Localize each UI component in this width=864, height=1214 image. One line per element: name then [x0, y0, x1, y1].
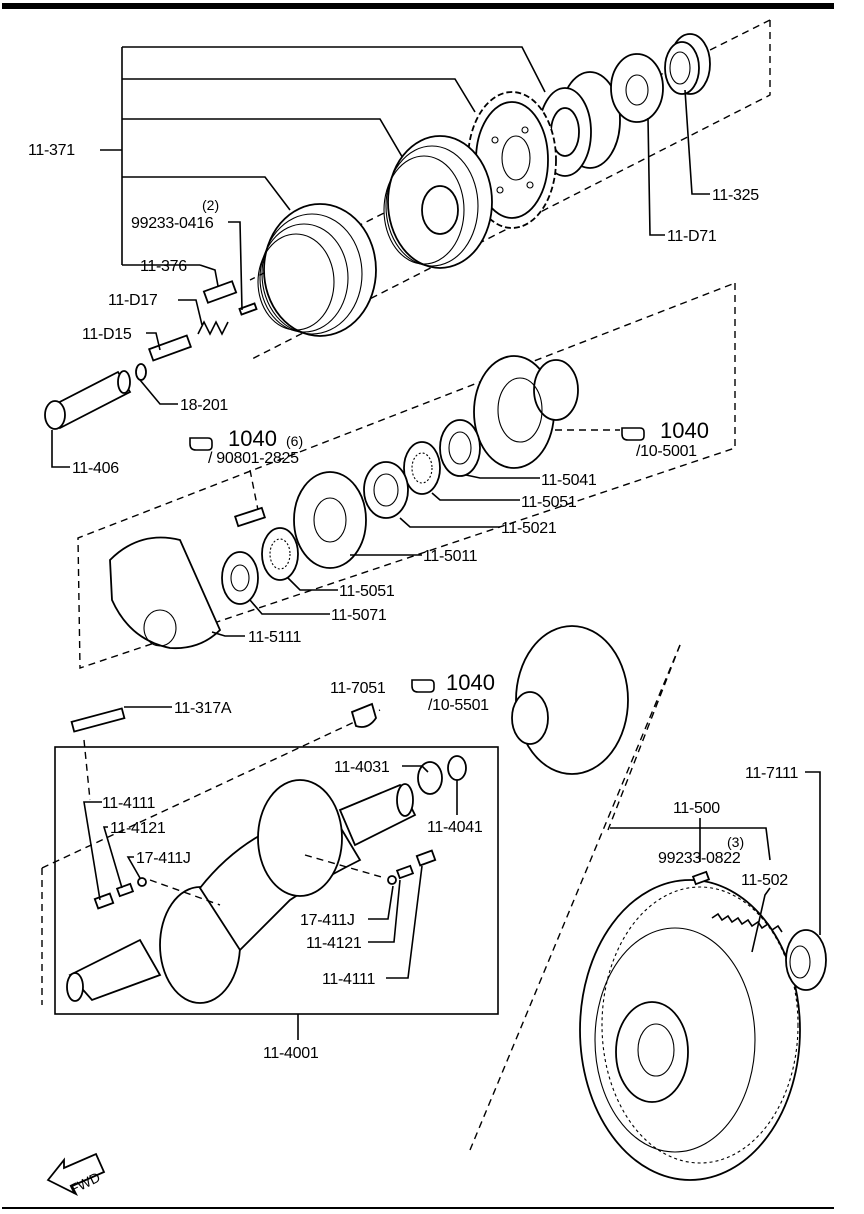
- label-plunger: 11-D15: [82, 326, 132, 343]
- label-ref-1040-c: 1040: [446, 670, 495, 695]
- label-ref-1040-a-part: / 90801-2825: [208, 450, 299, 467]
- key-part: [70, 707, 126, 733]
- label-bolt-spec: 99233-0416: [131, 215, 214, 232]
- pulley-group-bracket: [100, 46, 546, 266]
- label-ref-1040-a-qty: (6): [286, 433, 303, 449]
- label-ref-1040-a: 1040: [228, 426, 277, 451]
- flywheel-pin-part: [691, 870, 711, 886]
- label-flywheel-pin-spec: 99233-0822: [658, 850, 741, 867]
- label-flywheel-pin-qty: (3): [727, 834, 744, 850]
- label-counterweight: 11-5111: [248, 629, 301, 646]
- label-spring-a: 11-4121: [110, 820, 166, 837]
- key-plate-part: [610, 53, 664, 123]
- label-needle-bearing-c: 11-4031: [334, 759, 390, 776]
- hand-pointer-icon: [189, 437, 213, 451]
- balance-plate-part: [293, 471, 367, 569]
- label-ring-gear: 11-502: [741, 872, 788, 889]
- woodruff-key-part: [350, 702, 377, 728]
- race-part: [447, 755, 467, 781]
- label-front-shaft: 11-406: [72, 460, 119, 477]
- label-plug-b: 11-4111: [322, 971, 375, 988]
- seal-part: [664, 33, 711, 95]
- hand-pointer-icon: [411, 679, 435, 693]
- label-ref-1040-b-part: /10-5001: [636, 443, 697, 460]
- label-bolt: 11-376: [140, 258, 187, 275]
- needle-bearing-b-part: [261, 527, 299, 581]
- rear-seal-part: [785, 929, 827, 991]
- label-rear-seal: 11-7111: [745, 765, 798, 782]
- label-spacer: 11-5021: [501, 520, 557, 537]
- thrust-plate-part: [439, 419, 481, 477]
- plunger-part: [148, 334, 192, 362]
- label-thrust-washer: 11-5071: [331, 607, 387, 624]
- shaft-box-outline: [41, 709, 499, 1015]
- label-plug-a: 11-4111: [102, 795, 155, 812]
- label-bearing-race: 11-4041: [427, 819, 483, 836]
- flywheel-part: [579, 879, 801, 1181]
- ring-gear-part: [711, 912, 783, 933]
- label-key-plate: 11-D71: [667, 228, 717, 245]
- label-needle-bearing-b: 11-5051: [339, 583, 395, 600]
- front-shaft-part: [44, 370, 132, 430]
- eccentric-shaft-part: [66, 779, 417, 1004]
- thrust-washer-part: [221, 551, 259, 605]
- label-thrust-plate: 11-5041: [541, 472, 597, 489]
- label-eccentric-shaft: 11-4001: [263, 1045, 319, 1062]
- spline-flange-part: [473, 355, 579, 469]
- label-key: 11-317A: [174, 700, 232, 717]
- bolt-b-part: [234, 506, 266, 528]
- pulley-front-part: [257, 203, 377, 337]
- needle-bearing-a-part: [403, 441, 441, 495]
- label-spring: 11-D17: [108, 292, 158, 309]
- flywheel-outline: [469, 644, 681, 1151]
- o-ring-part: [135, 363, 147, 381]
- label-flywheel-group: 11-500: [673, 800, 720, 817]
- label-ref-7051: 11-7051: [330, 680, 386, 697]
- label-balance-plate: 11-5011: [423, 548, 478, 565]
- label-bolt-qty: (2): [202, 197, 219, 213]
- pulley-large-part: [383, 135, 493, 269]
- rear-flange-part: [511, 625, 629, 775]
- label-front-seal: 11-325: [712, 187, 759, 204]
- shaft-connection-dash: [149, 854, 386, 906]
- label-pulley-group: 11-371: [28, 142, 75, 159]
- label-spring-b: 11-4121: [306, 935, 362, 952]
- counterweight-part: [109, 536, 222, 650]
- needle-bearing-c-part: [417, 761, 443, 795]
- hand-pointer-icon: [621, 427, 645, 441]
- label-o-ring: 18-201: [180, 397, 228, 414]
- label-ref-1040-c-part: /10-5501: [428, 697, 489, 714]
- plug-spring-set-part: [93, 849, 437, 910]
- leader-lines: [51, 89, 821, 1040]
- fwd-arrow-icon: [46, 1152, 106, 1197]
- label-ball-a: 17-411J: [136, 850, 191, 867]
- label-needle-bearing-a: 11-5051: [521, 494, 577, 511]
- spring-part: [197, 320, 229, 336]
- label-ref-1040-b: 1040: [660, 418, 709, 443]
- middle-group-outline: [77, 282, 736, 669]
- label-ball-b: 17-411J: [300, 912, 355, 929]
- spacer-part: [363, 461, 409, 519]
- top-border: [2, 3, 834, 9]
- bolt-part: [202, 280, 258, 316]
